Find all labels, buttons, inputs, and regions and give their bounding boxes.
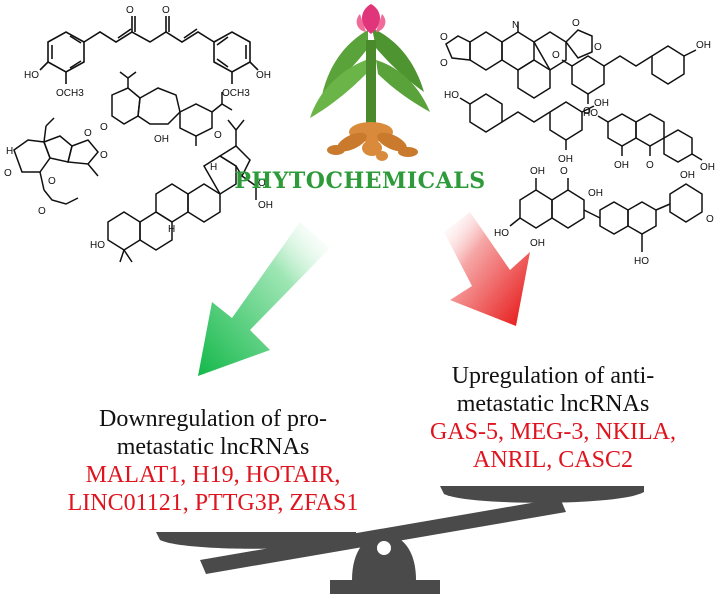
label-o: O [583, 106, 591, 117]
label-ho: HO [90, 240, 105, 251]
label-h: H [210, 162, 217, 173]
label-och3: OCH3 [222, 88, 250, 99]
upregulation-arrow [444, 212, 530, 326]
label-o: O [440, 32, 448, 43]
upregulation-heading-line1: Upregulation of anti- [451, 363, 655, 389]
scale-base [330, 580, 440, 594]
label-o: O [594, 42, 602, 53]
label-oh: OH [680, 170, 695, 181]
downregulation-heading-line1: Downregulation of pro- [99, 406, 327, 432]
label-o: O [572, 18, 580, 29]
pro-metastatic-genes-line1: MALAT1, H19, HOTAIR, [85, 462, 341, 488]
genistein-structure [597, 113, 703, 163]
scale-fulcrum [352, 534, 416, 580]
label-oh: OH [258, 200, 273, 211]
tropolone-structure [111, 71, 233, 146]
label-oh: OH [256, 70, 271, 81]
label-o: O [552, 50, 560, 61]
label-ho: HO [583, 108, 598, 119]
pterostilbene-structure [561, 45, 697, 104]
label-o: O [258, 178, 266, 189]
downregulation-arrow [198, 222, 330, 376]
label-o: O [162, 5, 170, 16]
right-pan [440, 486, 644, 503]
label-o: O [38, 206, 46, 217]
label-o: O [646, 160, 654, 171]
fulcrum-pivot [377, 541, 391, 555]
label-oh: OH [700, 162, 715, 173]
upregulation-text-block: Upregulation of anti- metastatic lncRNAs… [418, 362, 688, 474]
label-oh: OH [594, 98, 609, 109]
label-o: O [4, 168, 12, 179]
anti-metastatic-genes-line1: GAS-5, MEG-3, NKILA, [430, 419, 676, 445]
label-oh: OH [614, 160, 629, 171]
curcumin-structure [39, 16, 259, 84]
downregulation-heading-line2: metastatic lncRNAs [116, 434, 310, 460]
label-o: O [100, 150, 108, 161]
label-n: N [512, 20, 519, 31]
upregulation-heading-line2: metastatic lncRNAs [456, 391, 650, 417]
balance-scale [156, 486, 644, 594]
phytochemicals-title: PHYTOCHEMICALS [234, 168, 486, 194]
label-ho: HO [24, 70, 39, 81]
resveratrol-structure [459, 93, 595, 150]
label-oh: OH [154, 134, 169, 145]
label-oh: OH [530, 238, 545, 249]
label-o: O [440, 58, 448, 69]
turmeric-plant-illustration [310, 4, 430, 161]
label-oh: OH [588, 188, 603, 199]
label-o: O [560, 166, 568, 177]
curcumin-labels: O O HO OCH3 OH OCH3 [24, 5, 271, 99]
anti-metastatic-genes-line2: ANRIL, CASC2 [472, 447, 634, 473]
label-o: O [48, 176, 56, 187]
label-ho: HO [494, 228, 509, 239]
label-oh: OH [696, 40, 711, 51]
label-oh: OH [530, 166, 545, 177]
silibinin-structure [509, 178, 703, 252]
label-o: O [214, 130, 222, 141]
label-h: H [168, 224, 175, 235]
triterpene-structure [107, 119, 257, 263]
pro-metastatic-genes-line2: LINC01121, PTTG3P, ZFAS1 [67, 490, 359, 516]
label-o: O [84, 128, 92, 139]
label-h: H [6, 146, 13, 157]
label-o: O [100, 122, 108, 133]
sanguinarine-structure [445, 22, 593, 99]
label-ho: HO [444, 90, 459, 101]
downregulation-text-block: Downregulation of pro- metastatic lncRNA… [48, 405, 378, 517]
label-och3: OCH3 [56, 88, 84, 99]
label-ho: HO [634, 256, 649, 267]
label-oh: OH [558, 154, 573, 165]
label-o: O [706, 214, 714, 225]
label-o: O [126, 5, 134, 16]
lactone-structure [13, 117, 99, 205]
